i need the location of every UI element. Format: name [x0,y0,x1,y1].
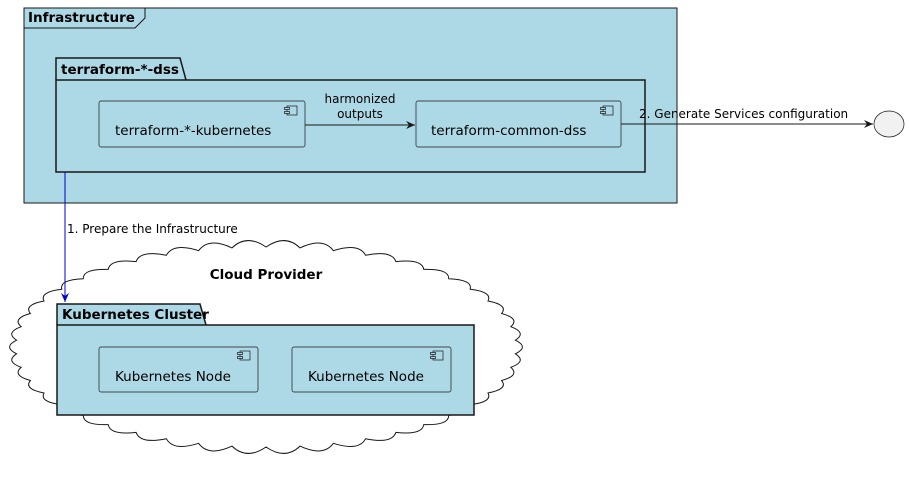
interface-circle [873,110,905,138]
edge-prepare-infrastructure: 1. Prepare the Infrastructure [61,172,238,302]
component-icon [430,350,444,361]
kubernetes-cluster-title: Kubernetes Cluster [62,307,209,323]
terraform-dss-package: terraform-*-dss terraform-*-kubernetes t… [55,57,646,173]
component-label: terraform-*-kubernetes [115,123,271,139]
terraform-dss-title: terraform-*-dss [61,62,179,78]
component-icon [600,105,614,116]
component-kubernetes-node: Kubernetes Node [291,346,452,393]
component-label: Kubernetes Node [115,369,231,385]
component-label: terraform-common-dss [431,123,586,139]
component-terraform-kubernetes: terraform-*-kubernetes [98,100,306,148]
edge-label-harmonized: harmonized [325,92,396,106]
edge-generate-services: 2. Generate Services configuration [621,107,873,128]
edge-label-outputs: outputs [337,107,383,121]
component-terraform-common-dss: terraform-common-dss [415,100,622,148]
edge-label-prepare: 1. Prepare the Infrastructure [67,222,238,236]
kubernetes-cluster-package: Kubernetes Cluster Kubernetes Node Kuber… [56,303,475,416]
edge-label-generate: 2. Generate Services configuration [639,107,848,121]
cloud-provider-title: Cloud Provider [210,267,323,283]
component-kubernetes-node: Kubernetes Node [98,346,259,393]
component-icon [237,350,251,361]
edge-harmonized-outputs: harmonized outputs [305,92,415,129]
component-label: Kubernetes Node [308,369,424,385]
component-icon [284,105,298,116]
infrastructure-title: Infrastructure [28,10,135,26]
